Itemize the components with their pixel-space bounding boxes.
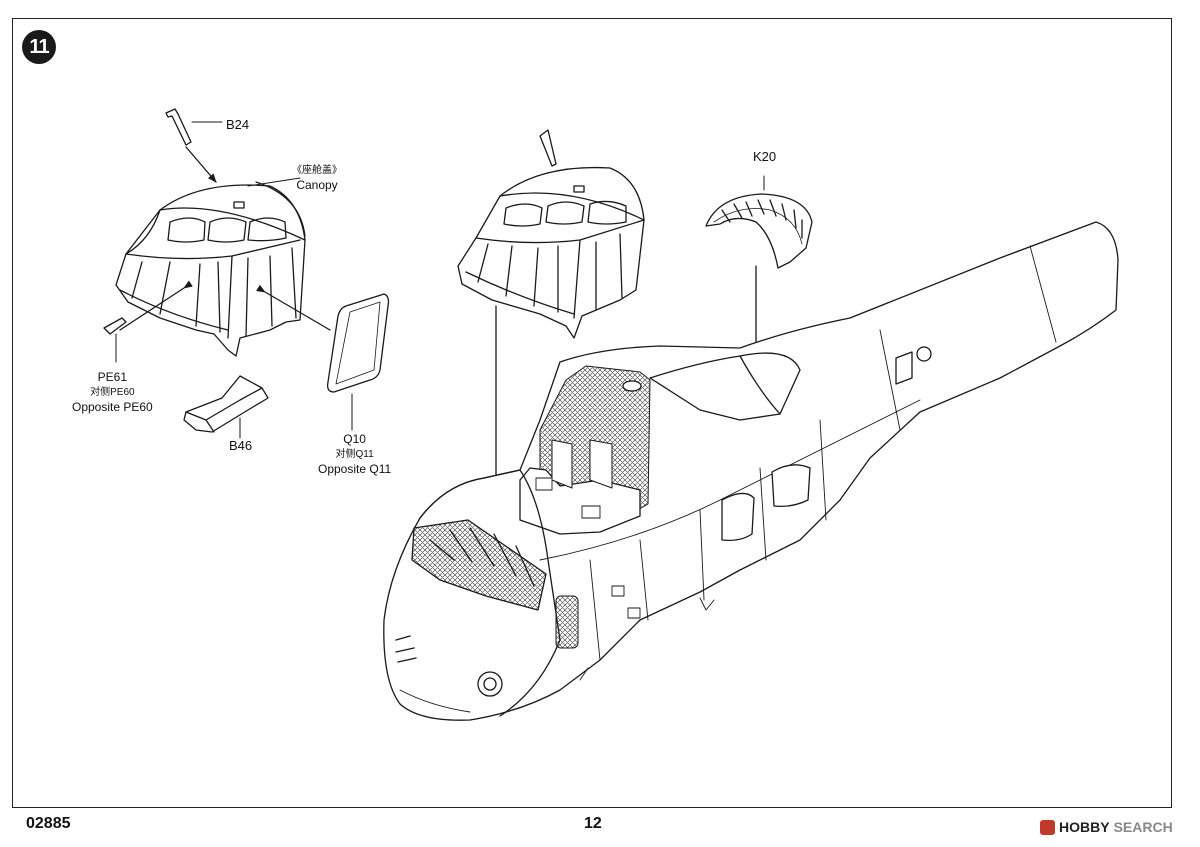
page-frame	[12, 18, 1172, 808]
watermark-logo-icon	[1040, 819, 1055, 835]
label-pe61-opposite: Opposite PE60	[72, 400, 153, 414]
label-canopy: 《座舱盖》 Canopy	[292, 163, 342, 193]
step-number-badge: 11	[22, 30, 56, 64]
label-q10-group: Q10 对侧Q11 Opposite Q11	[318, 432, 391, 477]
label-pe61-cn: 对侧PE60	[90, 387, 135, 398]
watermark-suffix: SEARCH	[1113, 819, 1173, 835]
label-pe61: PE61	[97, 370, 128, 384]
watermark-brand: HOBBY	[1059, 819, 1110, 835]
label-canopy-en: Canopy	[296, 178, 338, 192]
product-code: 02885	[26, 815, 71, 832]
label-q10: Q10	[343, 432, 366, 446]
label-q10-cn: 对侧Q11	[335, 449, 374, 460]
part-pe61	[103, 317, 127, 363]
part-b24	[165, 108, 223, 183]
label-b46: B46	[229, 438, 253, 453]
fuselage	[383, 221, 1119, 721]
label-canopy-cn: 《座舱盖》	[292, 165, 342, 176]
label-b24: B24	[226, 117, 250, 132]
label-pe61-group: PE61 对侧PE60 Opposite PE60	[72, 370, 153, 415]
label-q10-opposite: Opposite Q11	[318, 462, 392, 476]
part-b46	[183, 375, 269, 439]
part-q10	[326, 293, 390, 431]
label-k20: K20	[753, 149, 777, 164]
loose-canopy	[115, 177, 331, 357]
watermark: HOBBY SEARCH	[1040, 819, 1173, 835]
page-number: 12	[584, 815, 602, 832]
canopy-assembly-right	[457, 129, 645, 499]
